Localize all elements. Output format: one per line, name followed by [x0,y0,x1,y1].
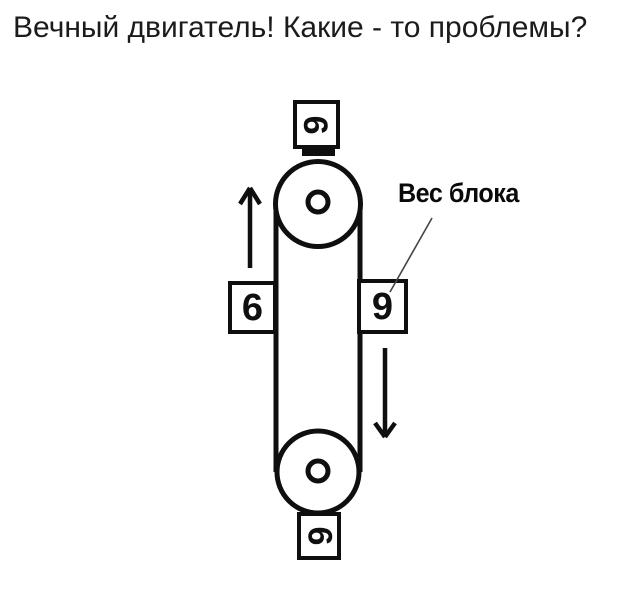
weight-block-left-digit: 6 [241,286,264,329]
weight-block-bottom: 6 [297,512,341,560]
meme-caption: Вечный двигатель! Какие - то проблемы? [13,11,588,44]
weight-block-right: 9 [357,279,408,334]
top-pulley-axle [305,189,331,215]
annotation-leader-line [389,217,433,293]
weight-block-right-digit: 9 [371,285,394,328]
weight-block-top: 9 [293,100,340,149]
top-block-connector [302,149,335,156]
weight-block-left: 6 [228,281,277,334]
up-arrow [238,186,262,268]
bottom-pulley-axle [305,458,331,484]
annotation-label: Вес блока [398,178,519,208]
down-arrow [373,348,397,439]
